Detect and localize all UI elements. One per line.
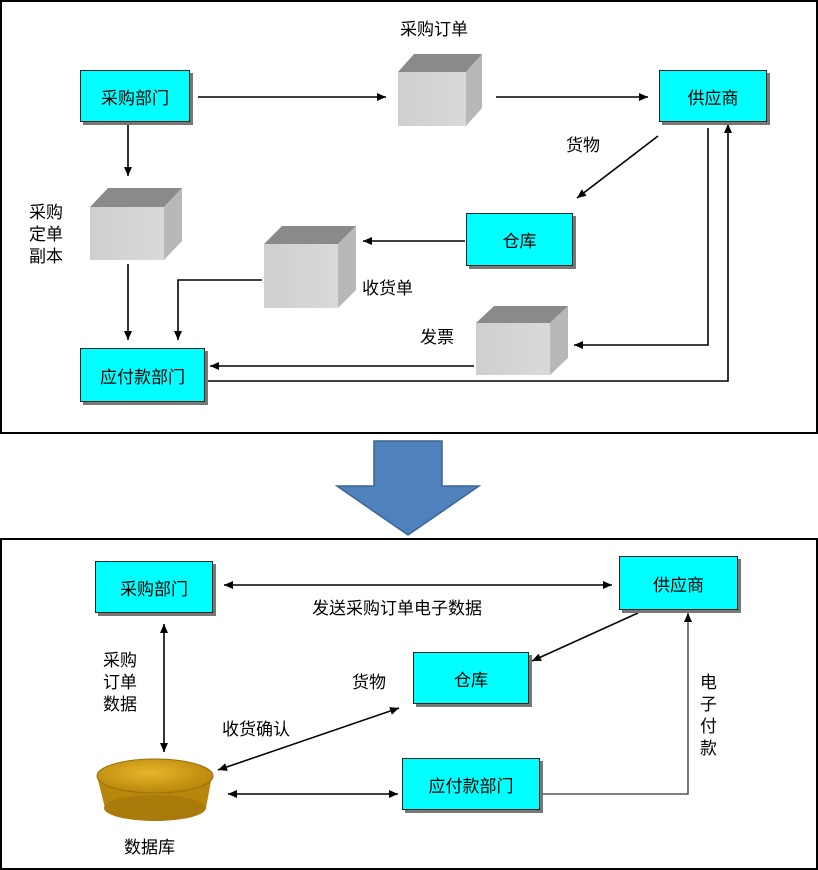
bottom-supplier-box: 供应商 (619, 556, 738, 610)
bottom-warehouse-label: 仓库 (454, 670, 488, 691)
bottom-receipt-confirm-label: 收货确认 (222, 720, 290, 740)
order-data-line-2: 订单 (103, 673, 137, 694)
top-warehouse-label: 仓库 (502, 232, 537, 252)
bottom-payable-dept-box: 应付款部门 (402, 758, 540, 810)
bottom-goods-label: 货物 (352, 673, 386, 693)
bottom-warehouse-box: 仓库 (413, 652, 529, 704)
top-warehouse-box: 仓库 (466, 213, 573, 266)
bottom-payable-dept-label: 应付款部门 (428, 776, 514, 797)
e-payment-char-4: 款 (700, 739, 717, 760)
top-payable-dept-label: 应付款部门 (100, 367, 185, 388)
bottom-supplier-label: 供应商 (653, 575, 704, 596)
top-receipt-label: 收货单 (362, 279, 413, 299)
database-icon (96, 758, 214, 821)
e-payment-char-2: 子 (700, 695, 717, 716)
order-copy-line-3: 副本 (29, 247, 63, 268)
bottom-database-label: 数据库 (124, 838, 175, 858)
invoice-cube (476, 306, 568, 375)
top-order-copy-label: 采购 定单 副本 (29, 202, 63, 268)
top-supplier-label: 供应商 (687, 88, 739, 109)
top-purchase-dept-label: 采购部门 (101, 88, 169, 109)
top-purchase-dept-box: 采购部门 (80, 70, 190, 122)
top-purchase-order-label: 采购订单 (400, 20, 468, 40)
e-payment-char-3: 付 (700, 717, 717, 738)
order-data-line-3: 数据 (103, 695, 137, 716)
top-goods-label: 货物 (566, 136, 600, 156)
top-invoice-label: 发票 (420, 328, 454, 348)
purchase-order-cube (398, 54, 482, 126)
order-copy-line-2: 定单 (29, 225, 63, 246)
bottom-purchase-dept-box: 采购部门 (95, 561, 213, 613)
receipt-cube (264, 226, 356, 308)
bottom-send-order-data-label: 发送采购订单电子数据 (312, 599, 482, 619)
bottom-e-payment-label: 电 子 付 款 (700, 672, 717, 760)
order-copy-line-1: 采购 (29, 203, 63, 223)
top-payable-dept-box: 应付款部门 (80, 348, 205, 402)
bottom-order-data-label: 采购 订单 数据 (103, 650, 137, 716)
order-data-line-1: 采购 (103, 651, 137, 671)
e-payment-char-1: 电 (700, 673, 717, 693)
transition-arrow (334, 440, 482, 536)
order-copy-cube (90, 188, 182, 260)
bottom-purchase-dept-label: 采购部门 (120, 579, 188, 600)
top-supplier-box: 供应商 (659, 70, 767, 122)
